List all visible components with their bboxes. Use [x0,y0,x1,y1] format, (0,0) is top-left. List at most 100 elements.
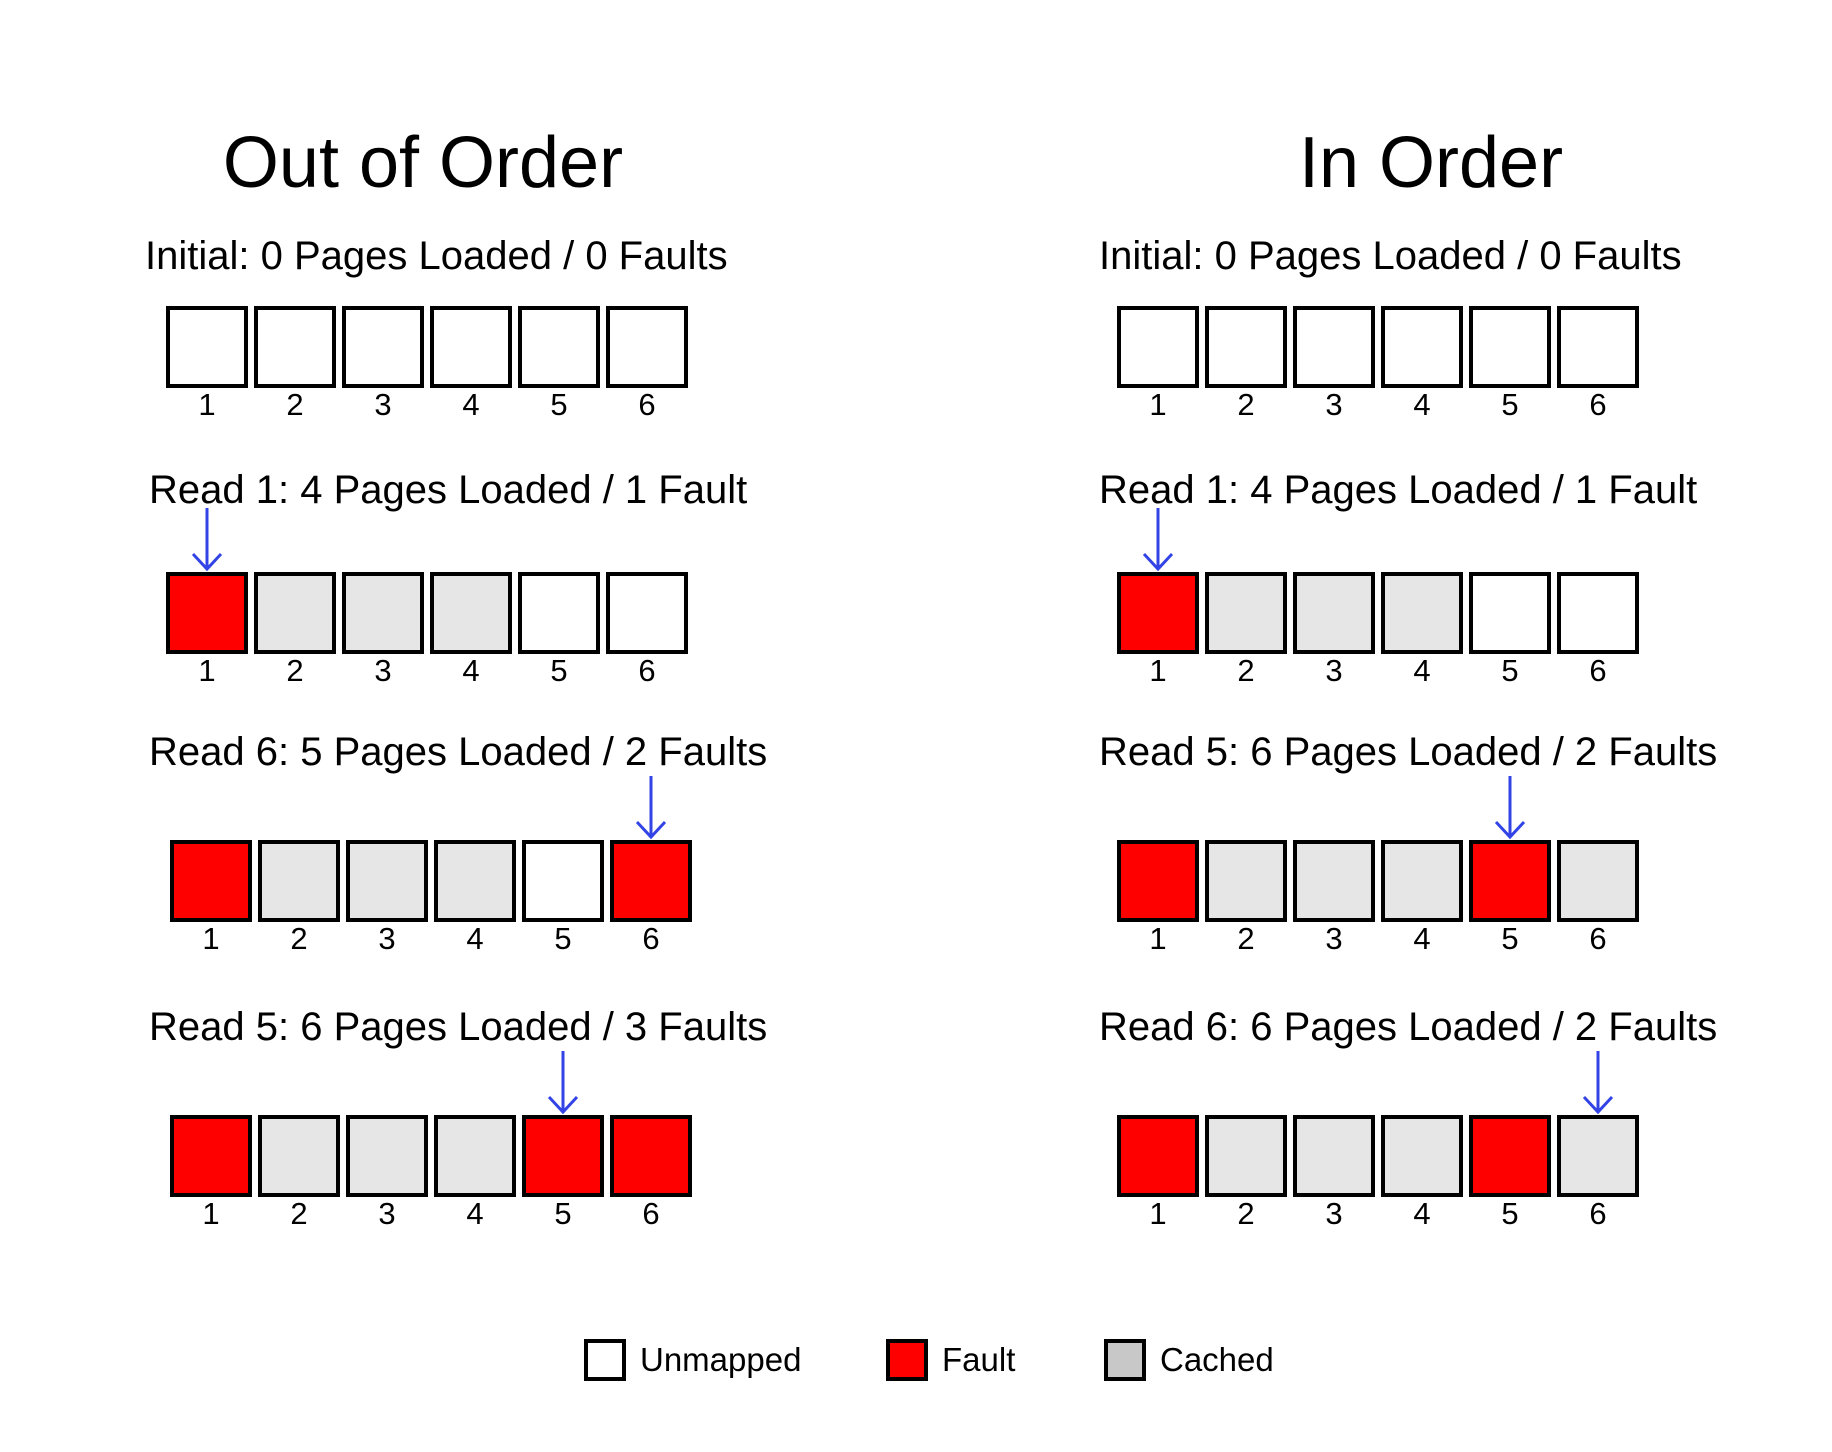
page-box-cached [430,572,512,654]
page-box-fault [1469,1115,1551,1197]
page-number: 6 [642,921,660,956]
page-4: 4 [1378,1115,1466,1231]
page-box-unmapped [1469,572,1551,654]
page-number: 5 [550,387,568,422]
page-number: 3 [378,921,396,956]
page-box-cached [342,572,424,654]
read-arrow-icon [635,776,667,840]
page-number: 3 [1325,921,1343,956]
step-label: Read 1: 4 Pages Loaded / 1 Fault [1099,468,1698,512]
page-5: 5 [1466,306,1554,422]
page-3: 3 [339,306,427,422]
page-number: 6 [1589,653,1607,688]
page-box-cached [1293,572,1375,654]
page-box-cached [1293,840,1375,922]
page-number: 1 [198,653,216,688]
page-box-unmapped [254,306,336,388]
page-2: 2 [1202,1115,1290,1231]
column-in-order: In Order Initial: 0 Pages Loaded / 0 Fau… [916,0,1832,1260]
page-number: 4 [1413,653,1431,688]
page-number: 3 [1325,653,1343,688]
column-out-of-order: Out of Order Initial: 0 Pages Loaded / 0… [0,0,916,1260]
page-box-cached [1293,1115,1375,1197]
page-box-cached [1205,572,1287,654]
page-6: 6 [1554,1115,1642,1231]
page-1: 1 [1114,840,1202,956]
page-number: 2 [286,653,304,688]
page-2: 2 [1202,572,1290,688]
page-4: 4 [1378,840,1466,956]
page-box-fault [1117,840,1199,922]
page-number: 1 [198,387,216,422]
step-label: Initial: 0 Pages Loaded / 0 Faults [1099,234,1682,278]
page-box-unmapped [430,306,512,388]
page-number: 1 [1149,921,1167,956]
page-box-cached [1381,1115,1463,1197]
page-number: 4 [1413,1196,1431,1231]
page-5: 5 [1466,1115,1554,1231]
page-1: 1 [163,572,251,688]
page-5: 5 [519,840,607,956]
page-number: 6 [1589,1196,1607,1231]
step-label: Read 6: 5 Pages Loaded / 2 Faults [149,730,768,774]
page-3: 3 [1290,572,1378,688]
page-number: 1 [1149,653,1167,688]
page-4: 4 [427,306,515,422]
step-label: Initial: 0 Pages Loaded / 0 Faults [145,234,728,278]
legend-item-cached: Cached [1104,1336,1274,1384]
page-number: 5 [1501,921,1519,956]
page-number: 4 [1413,921,1431,956]
page-box-fault [170,840,252,922]
page-box-fault [1117,572,1199,654]
page-1: 1 [1114,1115,1202,1231]
page-box-cached [1557,840,1639,922]
page-1: 1 [1114,572,1202,688]
page-box-cached [258,840,340,922]
page-number: 5 [554,1196,572,1231]
page-box-unmapped [1557,572,1639,654]
page-number: 5 [550,653,568,688]
page-3: 3 [1290,1115,1378,1231]
page-number: 4 [1413,387,1431,422]
page-box-fault [1469,840,1551,922]
page-6: 6 [1554,572,1642,688]
page-2: 2 [1202,840,1290,956]
page-number: 2 [290,921,308,956]
page-3: 3 [1290,306,1378,422]
page-box-cached [1381,572,1463,654]
read-arrow-icon [1494,776,1526,840]
legend-swatch [584,1339,626,1381]
page-number: 4 [466,1196,484,1231]
page-box-cached [254,572,336,654]
page-box-cached [258,1115,340,1197]
page-4: 4 [431,840,519,956]
page-box-unmapped [1293,306,1375,388]
page-3: 3 [343,1115,431,1231]
read-arrow-icon [547,1051,579,1115]
page-number: 1 [1149,1196,1167,1231]
page-6: 6 [603,306,691,422]
page-3: 3 [1290,840,1378,956]
page-number: 3 [374,653,392,688]
page-6: 6 [1554,840,1642,956]
page-2: 2 [1202,306,1290,422]
page-box-unmapped [166,306,248,388]
page-box-fault [170,1115,252,1197]
page-number: 3 [1325,387,1343,422]
page-5: 5 [1466,572,1554,688]
page-4: 4 [1378,306,1466,422]
page-number: 5 [1501,387,1519,422]
page-box-fault [610,1115,692,1197]
page-number: 3 [374,387,392,422]
page-number: 6 [642,1196,660,1231]
page-box-unmapped [342,306,424,388]
legend-item-unmapped: Unmapped [584,1336,801,1384]
page-number: 6 [638,653,656,688]
page-1: 1 [163,306,251,422]
page-1: 1 [167,840,255,956]
page-number: 5 [554,921,572,956]
page-6: 6 [607,1115,695,1231]
legend-label: Cached [1160,1341,1274,1378]
